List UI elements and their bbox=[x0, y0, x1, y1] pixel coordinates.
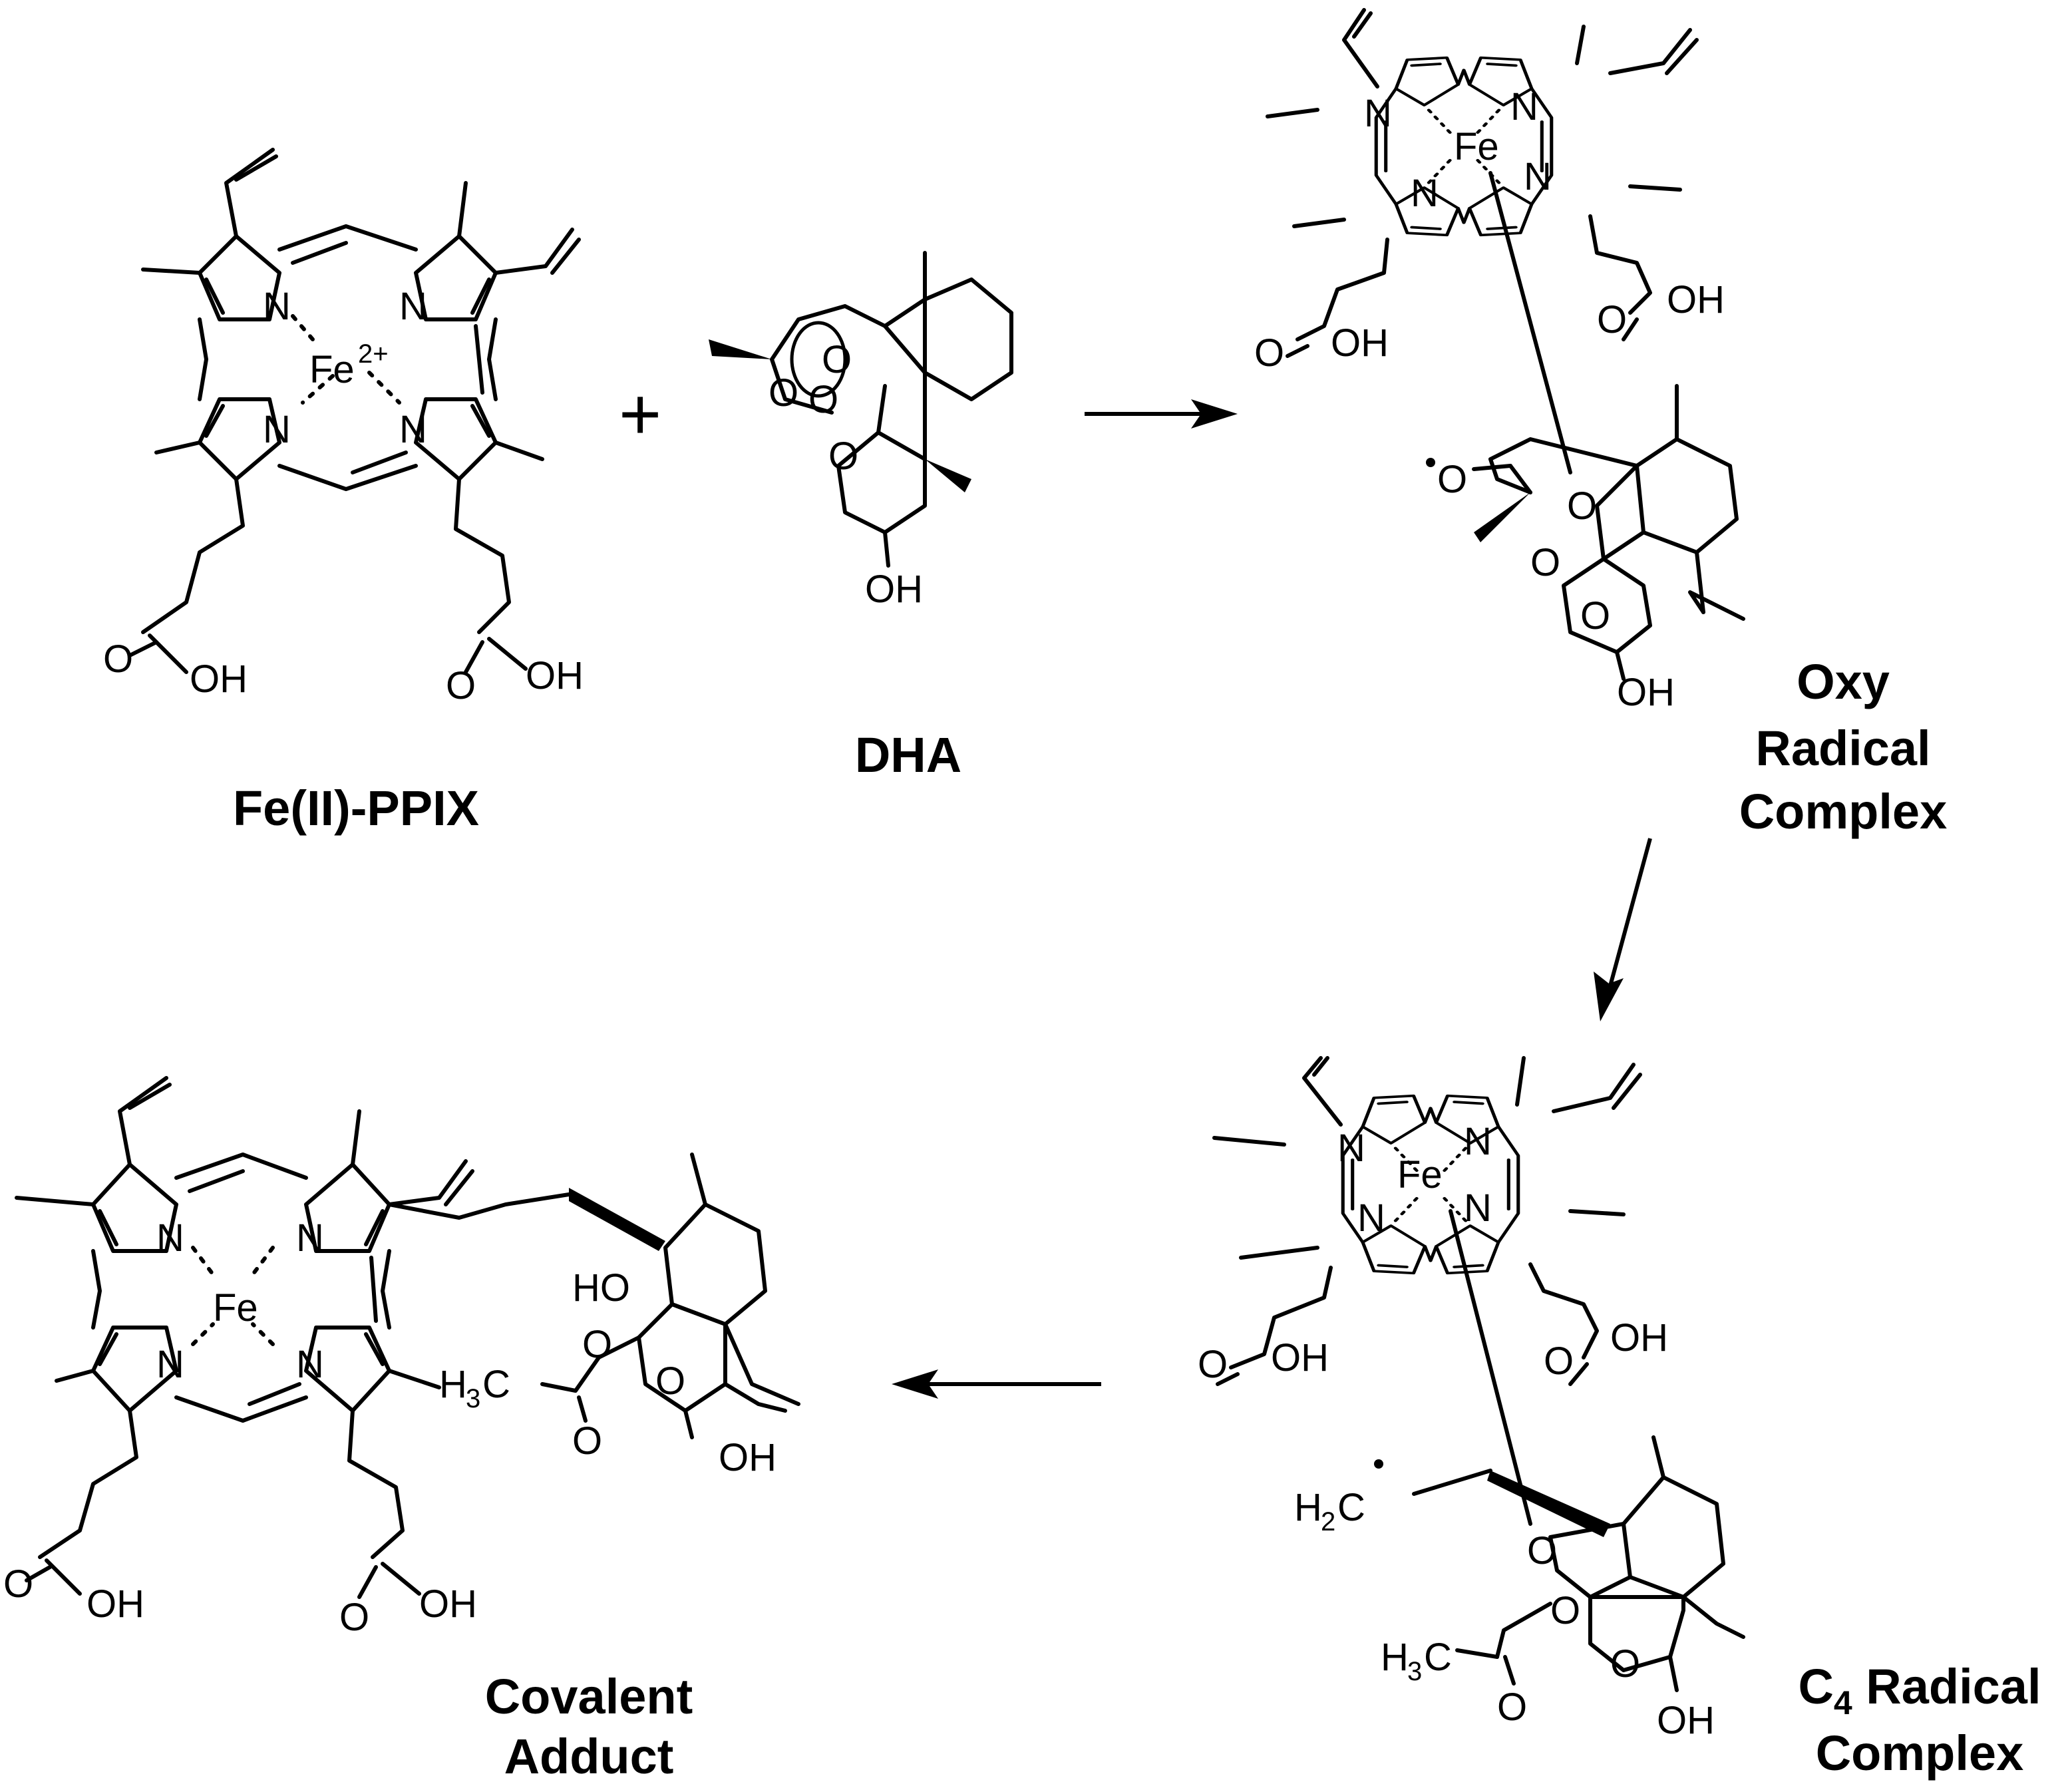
atom-n: N bbox=[1510, 85, 1538, 128]
atom-o: O bbox=[1544, 1340, 1574, 1383]
iron-charge: 2+ bbox=[358, 339, 389, 369]
atom-o: O bbox=[103, 637, 133, 681]
radical-dot bbox=[1374, 1459, 1383, 1469]
atom-oh: OH bbox=[1657, 1699, 1715, 1742]
fe-ppix-label: Fe(II)-PPIX bbox=[233, 781, 479, 836]
atom-n: N bbox=[1411, 172, 1439, 215]
plus-sign: + bbox=[619, 373, 661, 455]
atom-o: O bbox=[769, 371, 798, 415]
atom-o: O bbox=[572, 1419, 602, 1463]
atom-n: N bbox=[1357, 1196, 1385, 1240]
atom-o: O bbox=[1580, 594, 1610, 637]
atom-o: O bbox=[1198, 1343, 1228, 1386]
atom-o: O bbox=[828, 435, 858, 478]
atom-o: O bbox=[1550, 1589, 1580, 1632]
subscript-2: 2 bbox=[1321, 1507, 1335, 1536]
atom-o: O bbox=[1567, 484, 1597, 528]
atom-h: H bbox=[439, 1363, 467, 1406]
atom-o-radical: O bbox=[1437, 458, 1467, 501]
atom-c-radical: C bbox=[1337, 1486, 1365, 1529]
atom-oh: OH bbox=[86, 1582, 144, 1626]
atom-fe: Fe bbox=[309, 348, 355, 391]
atom-n: N bbox=[156, 1343, 184, 1386]
atom-oh: OH bbox=[526, 654, 584, 697]
atom-o: O bbox=[1610, 1642, 1640, 1686]
atom-o: O bbox=[3, 1562, 33, 1606]
atom-n: N bbox=[1364, 92, 1392, 135]
radical-dot bbox=[1426, 458, 1435, 467]
atom-ho: HO bbox=[572, 1266, 630, 1310]
subscript-3: 3 bbox=[1407, 1657, 1422, 1686]
oxy-radical-atom-labels: N N N N Fe O OH O OH O O O O OH bbox=[1254, 85, 1725, 714]
atom-o: O bbox=[1530, 541, 1560, 584]
c4-subscript: 4 bbox=[1834, 1684, 1852, 1721]
arrow-step-2 bbox=[1594, 838, 1652, 1021]
atom-n: N bbox=[399, 285, 427, 328]
atom-o: O bbox=[1497, 1686, 1527, 1729]
atom-h: H bbox=[1294, 1486, 1322, 1529]
c4-radical-structure bbox=[1212, 1056, 1745, 1692]
dha-label: DHA bbox=[855, 727, 961, 783]
covalent-adduct-structure bbox=[15, 1076, 800, 1599]
atom-oh: OH bbox=[1617, 671, 1675, 714]
atom-oh: OH bbox=[1667, 278, 1725, 321]
atom-h: H bbox=[1381, 1636, 1409, 1679]
atom-fe: Fe bbox=[213, 1286, 258, 1330]
fe-ppix-atom-labels: N N N N Fe 2+ O OH O OH bbox=[103, 285, 584, 707]
atom-o: O bbox=[1597, 298, 1627, 341]
covalent-adduct-atom-labels: N N N N Fe O OH O OH HO O O H 3 C O OH bbox=[3, 1216, 777, 1639]
atom-c: C bbox=[1424, 1636, 1452, 1679]
oxy-radical-label-line3: Complex bbox=[1739, 784, 1948, 839]
atom-oh: OH bbox=[865, 568, 923, 611]
covalent-adduct-label-line1: Covalent bbox=[485, 1669, 693, 1724]
fe-ppix-structure bbox=[128, 148, 581, 674]
atom-o: O bbox=[1254, 331, 1284, 375]
dha-atom-labels: O O O O OH bbox=[769, 338, 923, 611]
atom-o: O bbox=[1527, 1529, 1557, 1572]
c4-prefix: C bbox=[1798, 1659, 1833, 1714]
atom-oh: OH bbox=[1271, 1336, 1329, 1379]
subscript-3: 3 bbox=[466, 1384, 480, 1413]
atom-n: N bbox=[1524, 155, 1552, 198]
atom-o: O bbox=[582, 1323, 612, 1366]
atom-o: O bbox=[808, 378, 838, 421]
atom-n: N bbox=[263, 285, 291, 328]
c4-radical-label: C4 Radical Complex bbox=[1798, 1659, 2041, 1781]
atom-n: N bbox=[296, 1216, 324, 1260]
dha-structure bbox=[709, 251, 1013, 568]
atom-n: N bbox=[156, 1216, 184, 1260]
atom-o: O bbox=[446, 664, 476, 707]
oxy-radical-structure bbox=[1266, 8, 1745, 681]
oxy-radical-label-line1: Oxy bbox=[1797, 654, 1890, 709]
c4-radical-atom-labels: N N N N Fe O OH O OH H 2 C O O O H 3 C O… bbox=[1198, 1120, 1715, 1742]
atom-fe: Fe bbox=[1454, 125, 1499, 168]
atom-oh: OH bbox=[419, 1582, 477, 1626]
covalent-adduct-label-line2: Adduct bbox=[504, 1729, 674, 1784]
atom-n: N bbox=[263, 408, 291, 451]
atom-n: N bbox=[296, 1343, 324, 1386]
atom-n: N bbox=[1464, 1120, 1492, 1163]
c4-radical-label-line2: Complex bbox=[1816, 1725, 2024, 1781]
atom-o: O bbox=[822, 338, 852, 381]
atom-fe: Fe bbox=[1397, 1153, 1443, 1196]
atom-n: N bbox=[1464, 1186, 1492, 1230]
atom-o: O bbox=[655, 1359, 685, 1403]
arrow-step-1 bbox=[1085, 399, 1238, 429]
oxy-radical-label-line2: Radical bbox=[1755, 721, 1930, 776]
atom-c: C bbox=[482, 1363, 510, 1406]
atom-o: O bbox=[339, 1596, 369, 1639]
c4-rest: Radical bbox=[1852, 1659, 2041, 1714]
atom-n: N bbox=[1337, 1127, 1365, 1170]
svg-text:C4 Radical: C4 Radical bbox=[1798, 1659, 2041, 1721]
atom-oh: OH bbox=[1331, 321, 1389, 365]
atom-oh: OH bbox=[719, 1436, 777, 1479]
atom-oh: OH bbox=[190, 657, 248, 701]
atom-n: N bbox=[399, 408, 427, 451]
atom-oh: OH bbox=[1610, 1316, 1668, 1359]
arrow-step-3 bbox=[892, 1369, 1101, 1399]
